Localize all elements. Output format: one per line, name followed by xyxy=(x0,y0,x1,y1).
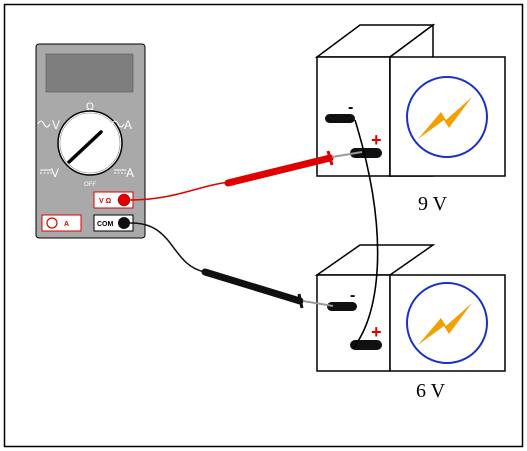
battery-6v-negative-terminal[interactable] xyxy=(327,302,357,311)
dial-ac-volts-label: V xyxy=(52,118,60,132)
rotary-dial-icon[interactable] xyxy=(57,110,123,176)
battery-9v-negative-terminal[interactable] xyxy=(325,114,355,123)
dial-dc-volts-label: V xyxy=(51,166,59,180)
battery-9v: - + 9 V xyxy=(314,23,506,215)
battery-6v-minus-sign: - xyxy=(350,287,355,304)
black-probe-tip xyxy=(302,300,334,307)
battery-6v-terminal-face xyxy=(316,274,391,372)
battery-6v-label-circle xyxy=(406,282,488,364)
amps-jack-label: A xyxy=(64,221,69,228)
jumper-wire xyxy=(352,119,379,349)
battery-6v-plus-sign: + xyxy=(371,322,382,342)
red-probe-handle[interactable] xyxy=(224,154,334,187)
battery-9v-positive-terminal[interactable] xyxy=(350,148,382,158)
black-probe-guard xyxy=(297,293,304,309)
ac-amps-wave-icon xyxy=(111,120,125,128)
ac-volts-wave-icon xyxy=(37,120,51,128)
battery-9v-plus-sign: + xyxy=(371,130,382,150)
multimeter: Ω OFF V V A A V Ω A COM xyxy=(35,43,146,239)
common-jack[interactable] xyxy=(118,217,130,229)
black-test-lead[interactable] xyxy=(129,222,334,309)
lightning-bolt-icon xyxy=(418,303,472,345)
battery-9v-voltage-label: 9 V xyxy=(418,193,448,215)
amps-jack-box xyxy=(41,214,82,232)
battery-9v-minus-sign: - xyxy=(348,99,353,116)
common-jack-label: COM xyxy=(97,221,114,228)
meter-lcd-display xyxy=(45,53,134,93)
red-test-lead[interactable] xyxy=(129,150,363,201)
dial-ac-amps-label: A xyxy=(124,118,132,132)
battery-6v-voltage-label: 6 V xyxy=(416,380,446,402)
black-probe-handle[interactable] xyxy=(201,268,304,305)
lightning-bolt-icon xyxy=(418,97,472,139)
battery-9v-label-circle xyxy=(406,76,488,158)
red-probe-tip xyxy=(331,151,363,158)
volt-ohm-jack-label: V Ω xyxy=(99,198,112,205)
volt-ohm-jack[interactable] xyxy=(117,193,131,207)
dial-dc-amps-label: A xyxy=(126,166,134,180)
red-probe-guard xyxy=(326,150,334,166)
amps-jack[interactable] xyxy=(46,217,58,229)
red-lead-wire xyxy=(129,181,231,201)
black-lead-wire xyxy=(129,222,206,273)
battery-6v: - + 6 V xyxy=(314,244,506,402)
dial-ohm-label: Ω xyxy=(86,101,94,113)
dial-off-label: OFF xyxy=(84,182,96,188)
